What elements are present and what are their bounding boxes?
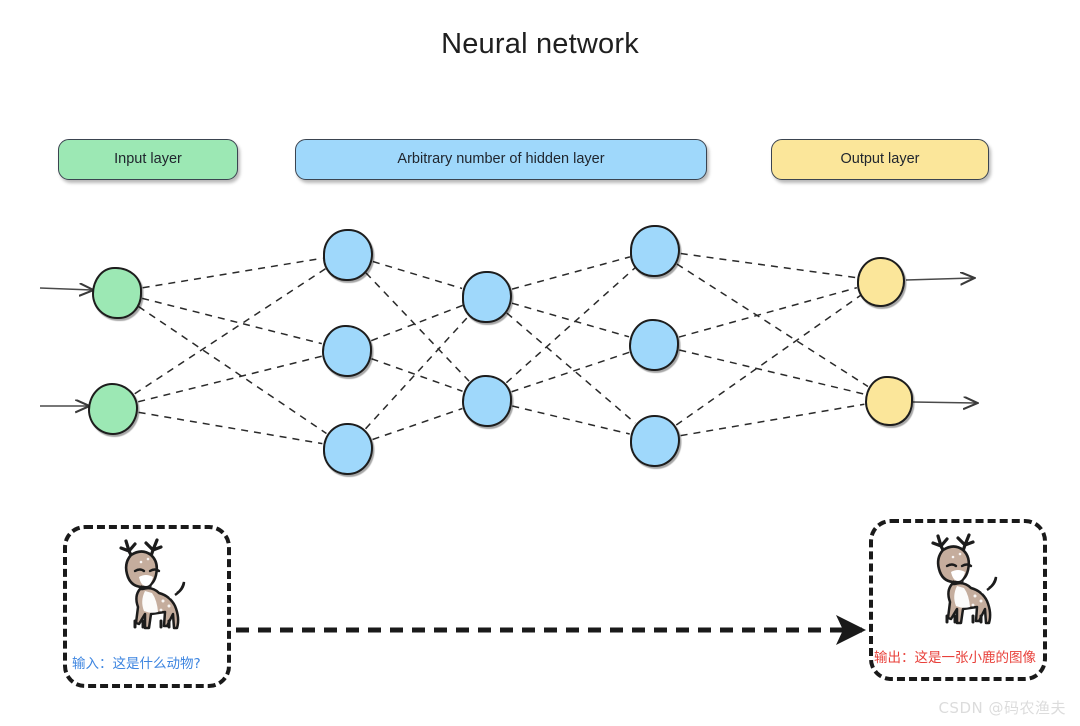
neuron-hidden-2-1 [462, 271, 512, 323]
neuron-hidden-1-2 [322, 325, 372, 377]
connection-hidden_1-2-to-hidden_2-2 [371, 358, 463, 392]
neuron-input-2 [88, 383, 138, 435]
deer-illustration-output [931, 533, 998, 625]
connection-hidden_2-1-to-hidden_3-1 [511, 256, 631, 290]
connection-input-2-to-hidden_1-3 [138, 411, 323, 445]
connection-hidden_1-1-to-hidden_2-2 [365, 272, 470, 382]
connection-input-1-to-hidden_1-2 [142, 297, 322, 345]
connection-hidden_1-1-to-hidden_2-1 [372, 260, 463, 290]
watermark: CSDN @码农渔夫 [938, 699, 1066, 717]
connection-input-2-to-hidden_1-2 [138, 355, 322, 403]
neuron-hidden-1-1 [323, 229, 373, 281]
layer-label-input: Input layer [58, 139, 238, 180]
output-arrow-2 [912, 402, 976, 403]
connection-hidden_2-2-to-hidden_3-3 [512, 405, 630, 435]
connection-hidden_2-2-to-hidden_3-2 [511, 351, 630, 393]
connection-hidden_3-3-to-output-2 [680, 403, 865, 437]
neuron-hidden-3-1 [630, 225, 680, 277]
neuron-hidden-3-3 [630, 415, 680, 467]
connection-hidden_3-1-to-output-1 [680, 252, 857, 279]
neuron-output-1 [857, 257, 905, 307]
layer-label-output: Output layer [771, 139, 989, 180]
connection-hidden_3-2-to-output-1 [678, 286, 858, 338]
connection-hidden_3-1-to-output-2 [676, 263, 869, 388]
input-arrow-1 [39, 288, 92, 290]
layer-label-hidden: Arbitrary number of hidden layer [295, 139, 707, 180]
neuron-hidden-1-3 [323, 423, 373, 475]
connection-hidden_3-2-to-output-2 [679, 349, 865, 395]
output-caption: 输出：这是一张小鹿的图像 [874, 650, 1036, 666]
input-caption: 输入：这是什么动物? [72, 656, 201, 672]
neuron-hidden-2-2 [462, 375, 512, 427]
neuron-input-1 [92, 267, 142, 319]
connection-input-1-to-hidden_1-3 [138, 305, 327, 435]
connection-input-1-to-hidden_1-1 [142, 257, 323, 289]
connection-input-2-to-hidden_1-1 [134, 267, 327, 395]
connection-hidden_2-1-to-hidden_3-2 [511, 302, 630, 338]
connection-hidden_1-3-to-hidden_2-2 [372, 407, 463, 441]
output-arrow-1 [905, 278, 973, 280]
connection-hidden_3-3-to-output-1 [675, 294, 861, 426]
neuron-output-2 [865, 376, 913, 426]
connection-hidden_1-2-to-hidden_2-1 [370, 304, 464, 342]
connection-hidden_2-2-to-hidden_3-1 [505, 266, 637, 384]
neuron-hidden-3-2 [629, 319, 679, 371]
deer-illustration-input [119, 538, 186, 630]
connection-hidden_2-1-to-hidden_3-3 [506, 312, 636, 424]
page-title: Neural network [441, 28, 639, 60]
connection-hidden_1-3-to-hidden_2-1 [364, 314, 471, 430]
